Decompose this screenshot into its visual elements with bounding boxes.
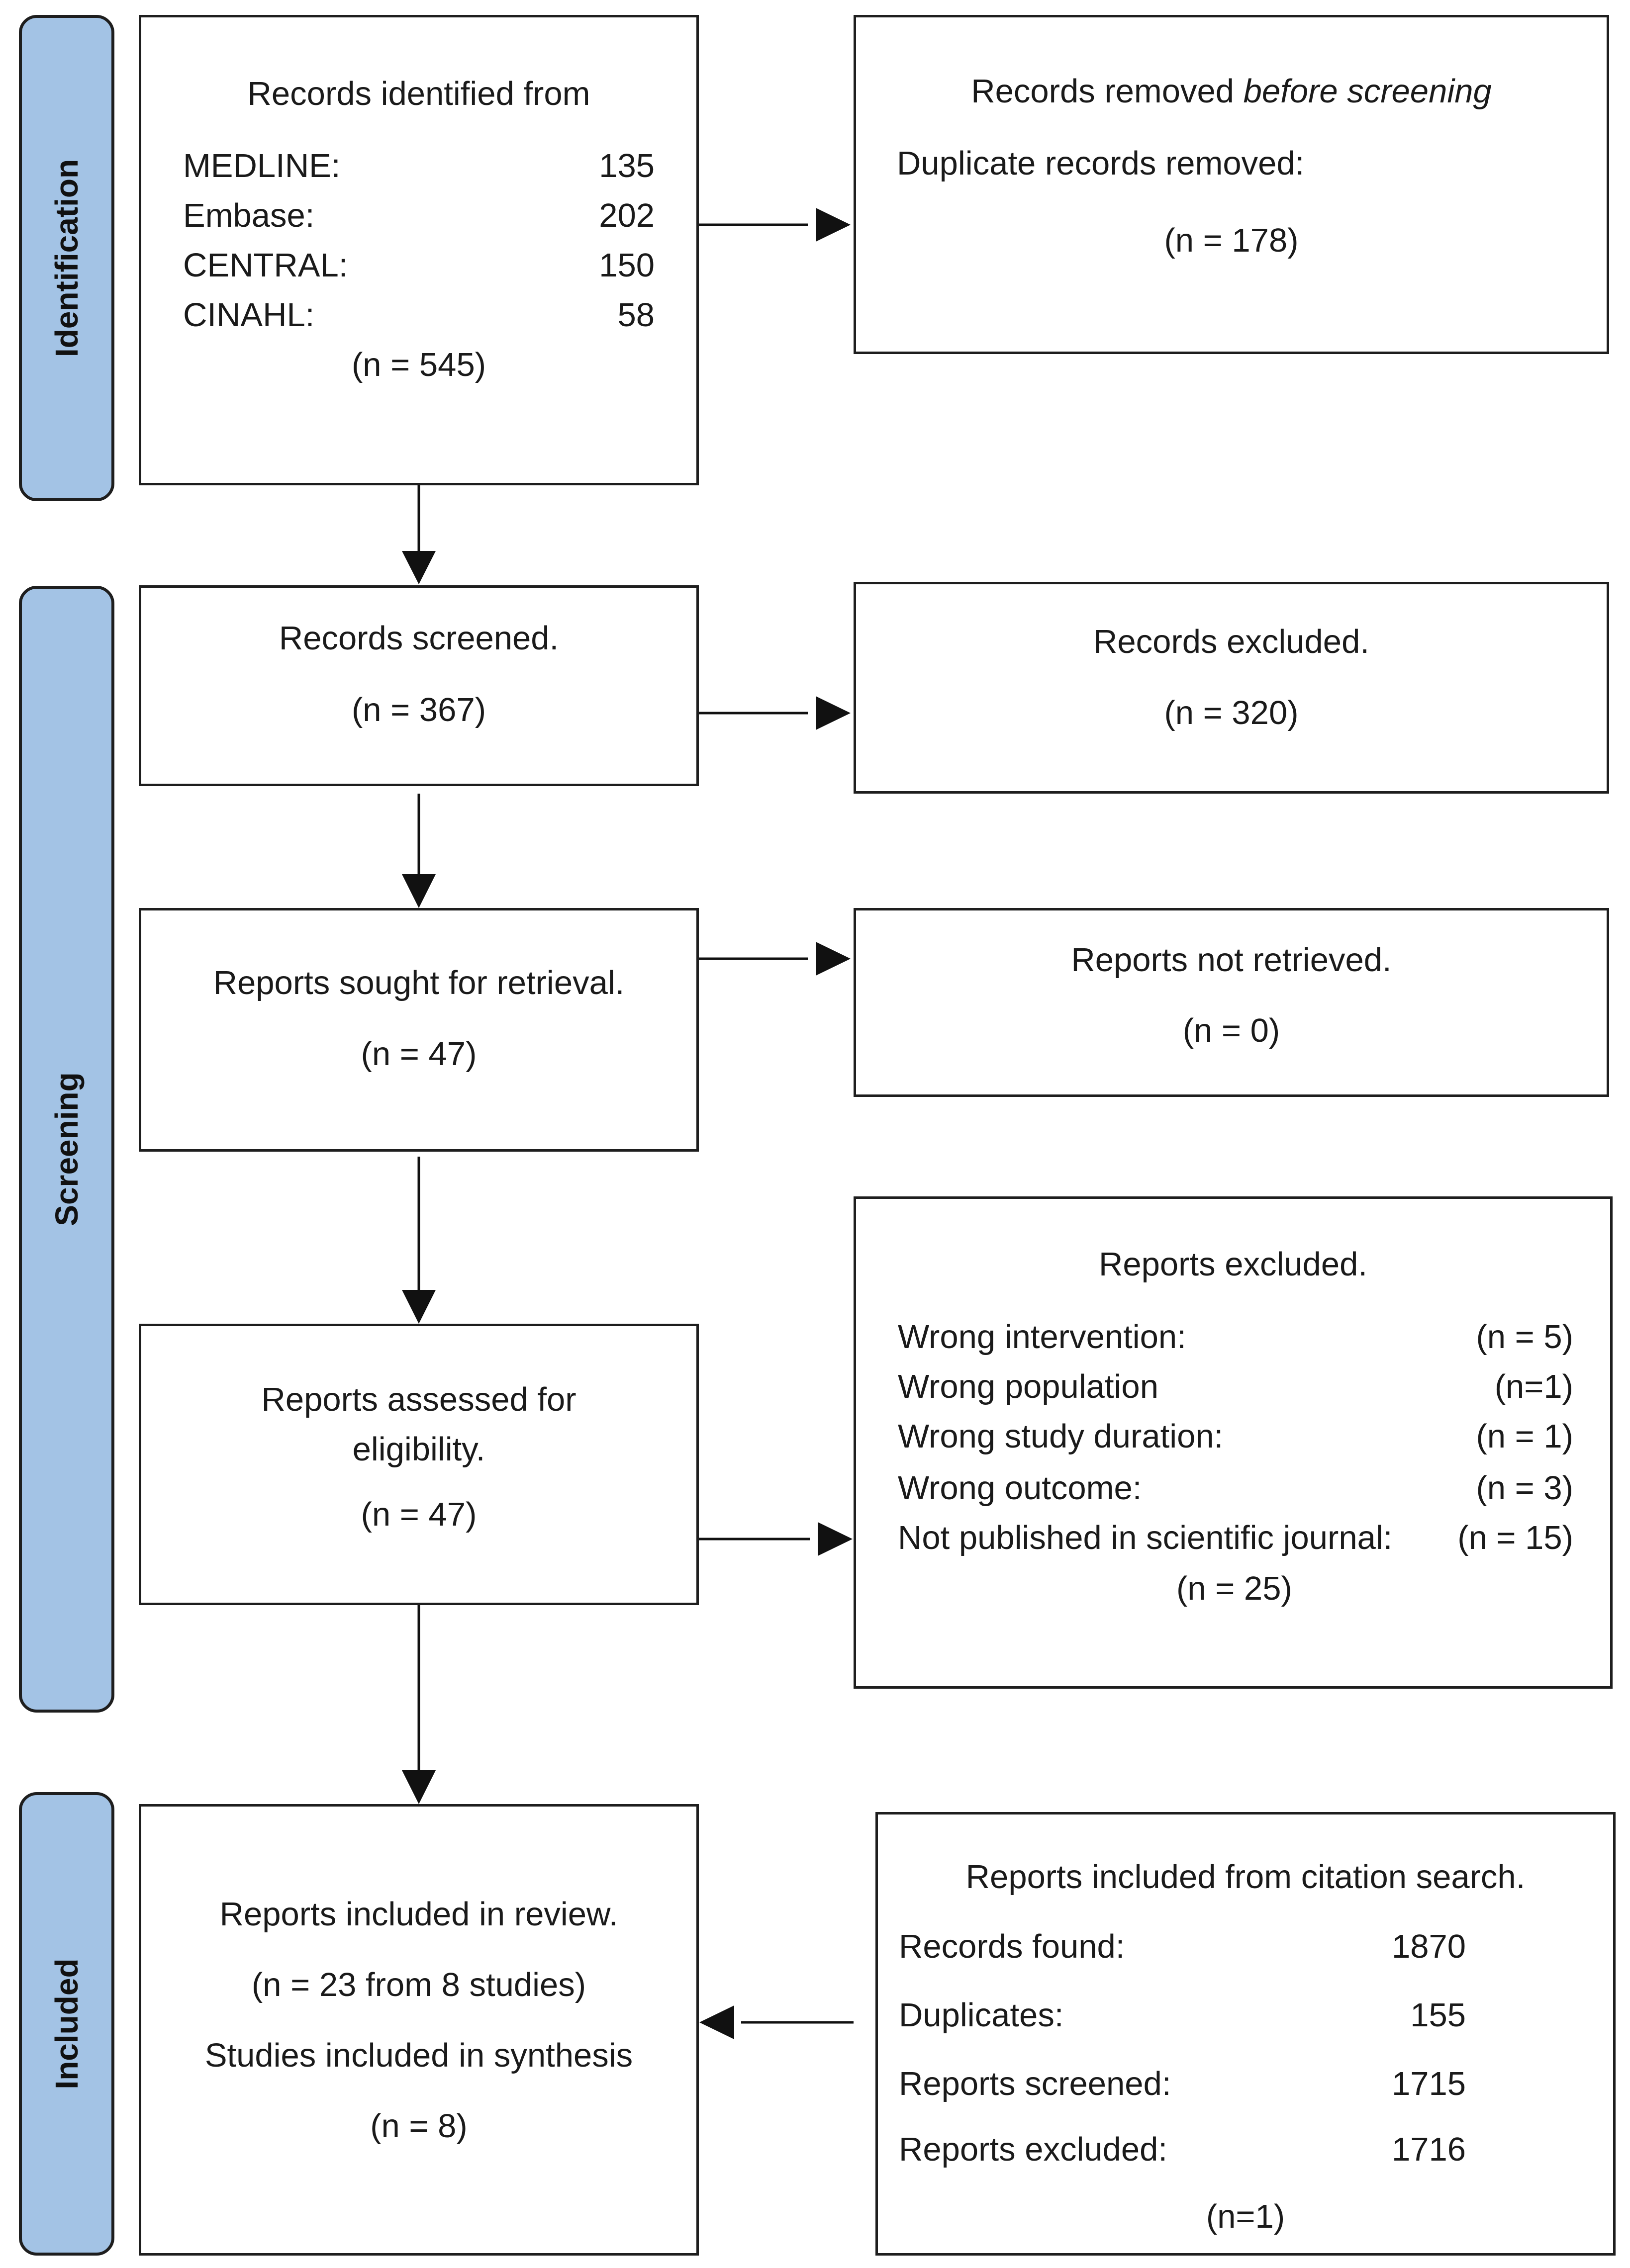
records-removed-box: Records removed before screening Duplica…: [854, 15, 1609, 354]
box-count: (n = 47): [361, 1496, 477, 1533]
reason-label: Wrong population: [898, 1368, 1158, 1405]
title-text: Records removed: [971, 73, 1244, 110]
reason-count: (n = 3): [1476, 1469, 1573, 1507]
reason-label: Wrong study duration:: [898, 1418, 1224, 1455]
citation-label: Reports excluded:: [899, 2131, 1168, 2168]
reason-count: (n = 1): [1476, 1418, 1573, 1455]
citation-count: 1715: [1391, 2065, 1466, 2102]
box-count: (n = 545): [351, 346, 486, 383]
source-name: CINAHL:: [183, 296, 315, 334]
box-title: Records screened.: [279, 620, 559, 657]
reason-label: Wrong outcome:: [898, 1469, 1142, 1507]
citation-count: 1870: [1391, 1928, 1466, 1965]
box-count: (n = 0): [1182, 1012, 1280, 1049]
citation-label: Reports screened:: [899, 2065, 1171, 2102]
reason-label: Not published in scientific journal:: [898, 1519, 1393, 1556]
box-count: (n = 25): [1176, 1570, 1292, 1607]
source-count: 135: [599, 147, 655, 184]
stage-identification: Identification: [19, 15, 114, 501]
stage-label: Screening: [49, 1072, 85, 1226]
source-name: Embase:: [183, 197, 315, 234]
stage-label: Included: [49, 1958, 85, 2089]
stage-screening: Screening: [19, 586, 114, 1713]
source-name: CENTRAL:: [183, 247, 348, 284]
reports-not-retrieved-box: Reports not retrieved. (n = 0): [854, 908, 1609, 1097]
source-count: 58: [617, 296, 655, 334]
box-count: (n = 47): [361, 1035, 477, 1073]
arrowhead: [816, 696, 851, 730]
arrowhead: [818, 1522, 853, 1556]
arrowhead: [816, 208, 851, 242]
box-count: (n = 178): [1164, 222, 1299, 259]
stage-label: Identification: [49, 159, 85, 358]
citation-count: 1716: [1391, 2131, 1466, 2168]
box-title: Records removed before screening: [856, 75, 1607, 108]
citation-label: Duplicates:: [899, 1996, 1064, 2034]
records-excluded-box: Records excluded. (n = 320): [854, 582, 1609, 794]
reason-count: (n = 5): [1476, 1318, 1573, 1356]
box-count: (n = 320): [1164, 694, 1299, 731]
reason-label: Wrong intervention:: [898, 1318, 1186, 1356]
reports-assessed-box: Reports assessed for eligibility. (n = 4…: [139, 1324, 699, 1605]
arrowhead: [816, 942, 851, 976]
synthesis-count: (n = 8): [370, 2107, 468, 2145]
box-title: Records excluded.: [1093, 623, 1369, 660]
citation-count: 155: [1410, 1996, 1466, 2034]
box-title: Reports excluded.: [1098, 1246, 1368, 1283]
box-title: Reports included from citation search.: [965, 1858, 1526, 1896]
box-title: Reports included in review.: [219, 1896, 618, 1933]
title-emphasis: before screening: [1243, 73, 1492, 110]
box-title: Reports not retrieved.: [1071, 941, 1392, 979]
box-count: (n = 367): [351, 691, 486, 728]
box-title: Records identified from: [247, 75, 590, 112]
reports-sought-box: Reports sought for retrieval. (n = 47): [139, 908, 699, 1152]
box-title: Reports sought for retrieval.: [213, 964, 625, 1001]
arrowhead: [699, 2005, 734, 2039]
reports-excluded-box: Reports excluded. Wrong intervention: (n…: [854, 1196, 1613, 1689]
arrowhead: [402, 874, 436, 908]
reports-included-box: Reports included in review. (n = 23 from…: [139, 1804, 699, 2256]
source-count: 202: [599, 197, 655, 234]
records-screened-box: Records screened. (n = 367): [139, 585, 699, 786]
arrowhead: [402, 1770, 436, 1804]
reason-count: (n = 15): [1457, 1519, 1573, 1556]
box-count: (n = 23 from 8 studies): [251, 1966, 586, 2003]
records-identified-box: Records identified from MEDLINE: 135 Emb…: [139, 15, 699, 485]
arrowhead: [402, 551, 436, 584]
citation-label: Records found:: [899, 1928, 1125, 1965]
box-title: Reports assessed for eligibility.: [261, 1381, 576, 1468]
citation-search-box: Reports included from citation search. R…: [875, 1812, 1616, 2256]
synthesis-title: Studies included in synthesis: [204, 2037, 633, 2074]
source-name: MEDLINE:: [183, 147, 341, 184]
box-count: (n=1): [1206, 2198, 1285, 2235]
stage-included: Included: [19, 1792, 114, 2256]
source-count: 150: [599, 247, 655, 284]
removed-line: Duplicate records removed:: [897, 145, 1305, 182]
arrowhead: [402, 1290, 436, 1324]
reason-count: (n=1): [1494, 1368, 1573, 1405]
